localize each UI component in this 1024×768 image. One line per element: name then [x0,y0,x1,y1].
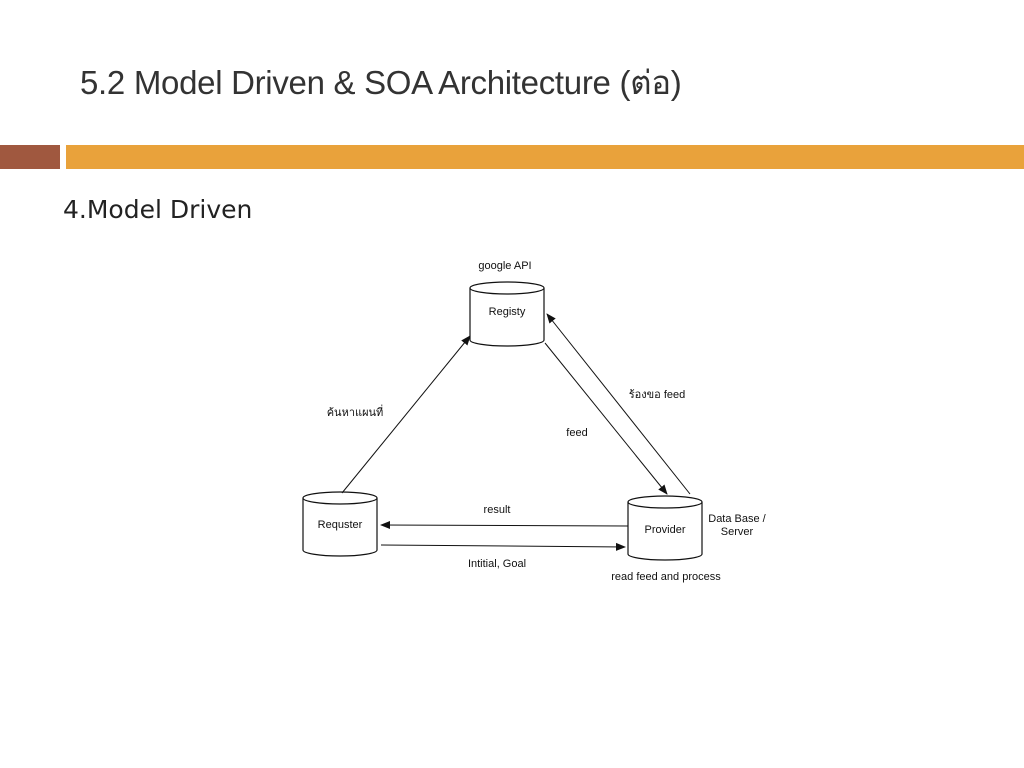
provider-node: Provider [627,495,703,561]
edge-label-initial-goal: Intitial, Goal [468,558,526,570]
accent-bar-right [66,145,1024,169]
provider-side-caption-line2: Server [721,526,754,538]
slide-subtitle: 4.Model Driven [63,195,253,224]
registry-node: Registy [469,281,545,347]
edge-requester-to-provider [380,542,626,551]
edge-provider-to-requester [380,521,629,530]
requester-label: Requster [318,519,363,531]
edge-label-request-feed: ร้องขอ feed [629,389,685,401]
registry-label: Registy [489,306,526,318]
requester-node: Requster [302,491,378,557]
registry-caption: google API [478,260,531,272]
edge-registry-to-provider [544,342,668,495]
provider-side-caption-line1: Data Base / [708,513,766,525]
slide-title: 5.2 Model Driven & SOA Architecture (ต่อ… [80,64,682,101]
provider-bottom-caption: read feed and process [611,571,721,583]
edge-provider-to-registry [546,313,691,495]
edge-label-feed: feed [566,427,587,439]
accent-bar-left [0,145,60,169]
provider-label: Provider [645,524,686,536]
edge-label-search-map: ค้นหาแผนที่ [327,404,384,419]
edge-label-result: result [484,504,511,516]
edge-requester-to-registry [341,335,471,494]
